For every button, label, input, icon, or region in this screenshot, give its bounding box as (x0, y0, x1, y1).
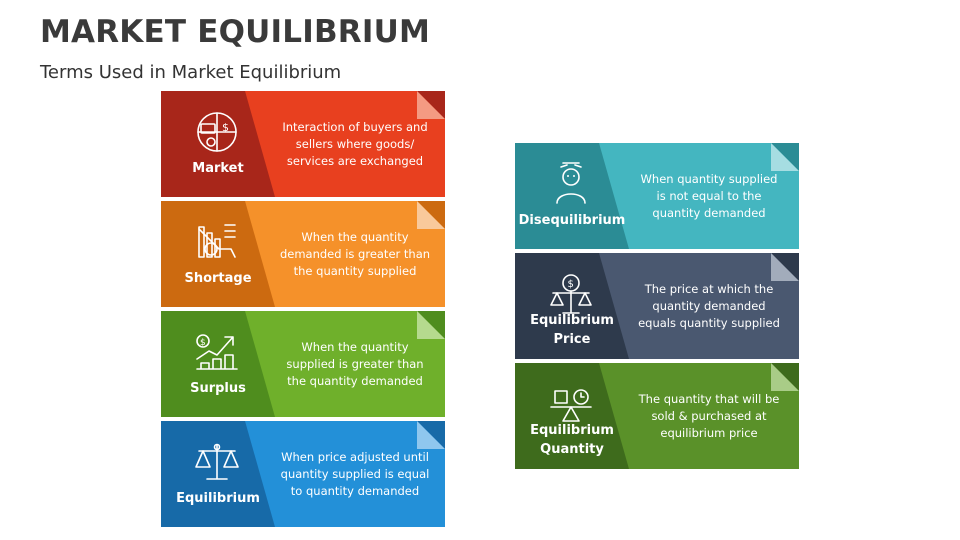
card-equilibrium-quantity: Equilibrium Quantity The quantity that w… (515, 363, 799, 469)
card-background (161, 421, 445, 527)
card-equilibrium-price: $ Equilibrium Price The price at which t… (515, 253, 799, 359)
confused-person-icon (545, 161, 597, 207)
card-description: When quantity supplied is not equal to t… (640, 171, 778, 220)
card-description: The price at which the quantity demanded… (638, 281, 780, 330)
seesaw-quantity-icon (545, 381, 597, 427)
card-label: Equilibrium Quantity (530, 423, 614, 457)
card-background (161, 311, 445, 417)
card-description: When the quantity demanded is greater th… (279, 229, 431, 278)
card-surplus: $ Surplus When the quantity supplied is … (161, 311, 445, 417)
card-description: When the quantity supplied is greater th… (286, 339, 424, 388)
card-disequilibrium: Disequilibrium When quantity supplied is… (515, 143, 799, 249)
card-label: Shortage (184, 271, 252, 286)
declining-chart-icon (191, 219, 243, 265)
page-title: MARKET EQUILIBRIUM (40, 14, 431, 50)
page-subtitle: Terms Used in Market Equilibrium (40, 62, 342, 83)
svg-text:$: $ (568, 279, 574, 290)
card-shortage: Shortage When the quantity demanded is g… (161, 201, 445, 307)
card-label: Disequilibrium (518, 213, 626, 228)
card-label: Surplus (190, 381, 246, 396)
svg-text:$: $ (222, 121, 229, 134)
card-label: Equilibrium (176, 491, 260, 506)
card-equilibrium: Equilibrium When price adjusted until qu… (161, 421, 445, 527)
market-icon: $ (191, 109, 243, 155)
card-description: When price adjusted until quantity suppl… (280, 449, 430, 498)
card-label: Market (192, 161, 244, 176)
price-scale-icon: $ (545, 271, 597, 317)
card-background (161, 201, 445, 307)
card-label: Equilibrium Price (530, 313, 614, 347)
growth-chart-icon: $ (191, 329, 243, 375)
svg-text:$: $ (200, 338, 206, 348)
card-description: The quantity that will be sold & purchas… (638, 391, 780, 440)
card-background (515, 253, 799, 359)
card-background (161, 91, 445, 197)
card-description: Interaction of buyers and sellers where … (282, 119, 428, 168)
balance-scale-icon (191, 439, 243, 485)
card-market: $ Market Interaction of buyers and selle… (161, 91, 445, 197)
card-background (515, 363, 799, 469)
